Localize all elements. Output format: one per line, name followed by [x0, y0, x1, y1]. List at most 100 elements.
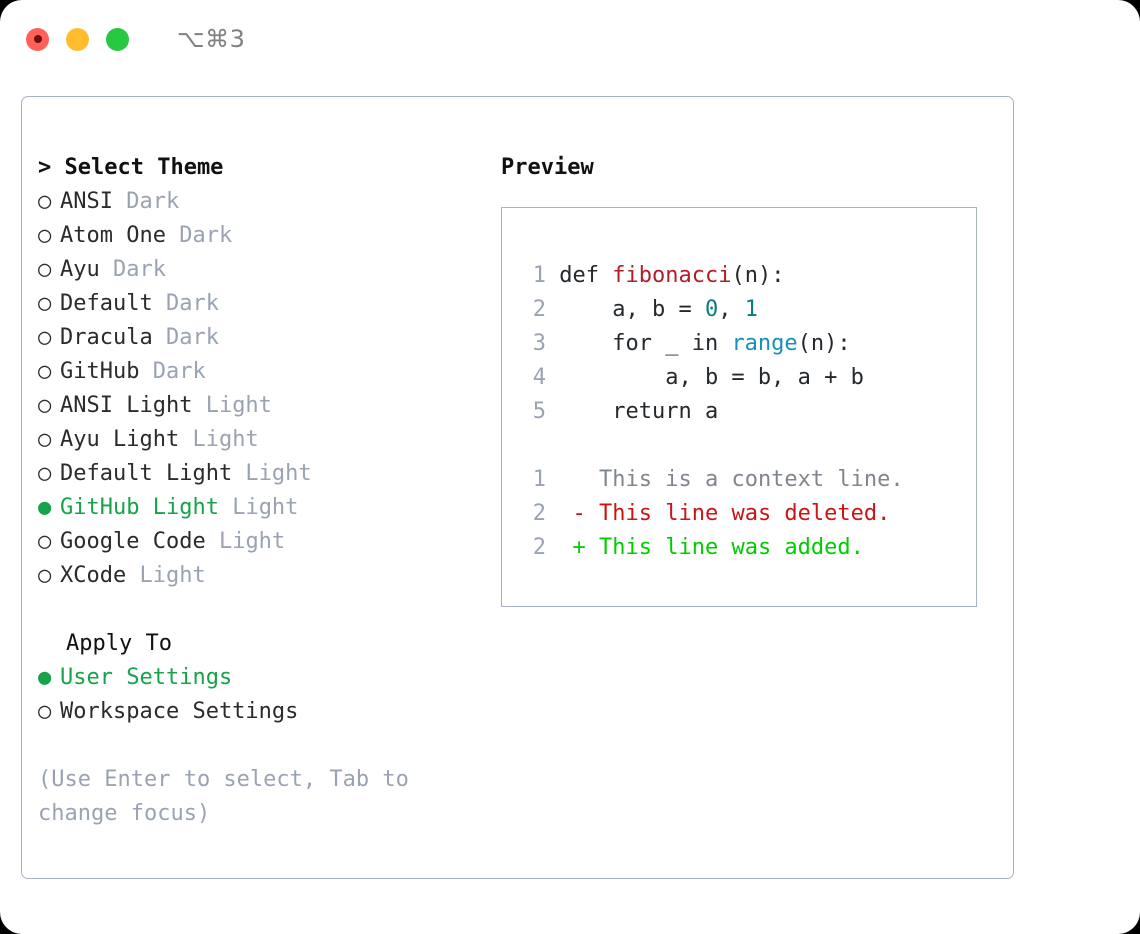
radio-unselected-icon[interactable]: ○ [38, 325, 52, 350]
select-theme-header: > Select Theme [38, 155, 224, 180]
diff-text: This is a context line. [599, 467, 904, 492]
line-number: 2 [532, 501, 546, 526]
traffic-lights [26, 27, 129, 51]
code-token: fibonacci [612, 263, 732, 288]
theme-option-name: Ayu [60, 257, 100, 282]
theme-option[interactable]: ○ GitHub Dark [38, 355, 478, 389]
radio-unselected-icon[interactable]: ○ [38, 427, 52, 452]
radio-unselected-icon[interactable]: ○ [38, 189, 52, 214]
theme-option-name: GitHub [60, 359, 140, 384]
radio-unselected-icon[interactable]: ○ [38, 257, 52, 282]
theme-list[interactable]: ○ ANSI Dark ○ Atom One Dark ○ Ayu Dark ○ Defaul… [38, 185, 478, 593]
apply-to-option[interactable]: ● User Settings [38, 661, 478, 695]
radio-unselected-icon[interactable]: ○ [38, 563, 52, 588]
theme-option[interactable]: ○ Default Light Light [38, 457, 478, 491]
apply-to-option[interactable]: ○ Workspace Settings [38, 695, 478, 729]
theme-option[interactable]: ○ ANSI Light Light [38, 389, 478, 423]
radio-unselected-icon[interactable]: ○ [38, 529, 52, 554]
radio-unselected-icon[interactable]: ○ [38, 461, 52, 486]
theme-option-name: XCode [60, 563, 127, 588]
theme-option[interactable]: ○ XCode Light [38, 559, 478, 593]
radio-unselected-icon[interactable]: ○ [38, 359, 52, 384]
diff-text: This line was deleted. [599, 501, 891, 526]
theme-selection-column: > Select Theme ○ANSI Dark○Atom One Dark○… [38, 151, 478, 831]
theme-option[interactable]: ○ Atom One Dark [38, 219, 478, 253]
theme-option-variant: Dark [139, 359, 206, 384]
theme-option-variant: Light [192, 393, 272, 418]
code-token: range [731, 331, 798, 356]
code-token: , [718, 297, 745, 322]
theme-option-variant: Dark [165, 223, 233, 248]
code-line: 3 for _ in range(n): [522, 327, 904, 361]
line-number: 5 [532, 399, 546, 424]
theme-option-variant: Light [179, 427, 259, 452]
theme-option-name: Default Light [60, 461, 233, 486]
section-spacer [38, 593, 478, 627]
theme-option-variant: Light [205, 529, 286, 554]
radio-selected-icon[interactable]: ● [38, 495, 52, 520]
theme-option-variant: Dark [99, 257, 166, 282]
maximize-button[interactable] [106, 27, 129, 51]
code-token: (n): [797, 331, 851, 356]
theme-option[interactable]: ○Default Dark [38, 287, 478, 321]
line-number: 1 [532, 263, 546, 288]
shortcut-label: ⌥⌘3 [177, 25, 246, 53]
theme-option-variant: Light [232, 461, 312, 486]
theme-option[interactable]: ○ Google Code Light [38, 525, 478, 559]
theme-option-variant: Light [218, 495, 299, 520]
theme-option-name: ANSI [60, 189, 113, 214]
code-token: 0 [704, 297, 719, 322]
line-number: 2 [532, 535, 546, 560]
theme-option-name: Atom One [60, 223, 166, 248]
theme-option[interactable]: ○Dracula Dark [38, 321, 478, 355]
code-line: 2 a, b = 0, 1 [522, 293, 904, 327]
keyboard-hint: (Use Enter to select, Tab to change focu… [38, 767, 423, 826]
radio-unselected-icon[interactable]: ○ [38, 393, 52, 418]
code-blank-line [522, 429, 904, 463]
radio-selected-icon[interactable]: ● [38, 665, 52, 690]
diff-marker: - [572, 501, 599, 526]
theme-option-variant: Dark [112, 189, 180, 214]
radio-unselected-icon[interactable]: ○ [38, 699, 52, 724]
close-button[interactable] [26, 27, 49, 51]
theme-option-name: Google Code [60, 529, 206, 554]
code-token: (n): [731, 263, 785, 288]
code-line: 5 return a [522, 395, 904, 429]
theme-option-variant: Light [126, 563, 206, 588]
code-token: 1 [744, 297, 758, 322]
theme-option[interactable]: ○ ANSI Dark [38, 185, 478, 219]
minimize-button[interactable] [66, 27, 89, 51]
theme-option[interactable]: ● GitHub Light Light [38, 491, 478, 525]
code-token: a, b = [559, 297, 705, 322]
preview-header: Preview [501, 155, 594, 180]
theme-option-name: Default [60, 291, 153, 316]
theme-option-variant: Dark [152, 325, 219, 350]
dialog-frame: > Select Theme ○ANSI Dark○Atom One Dark○… [21, 96, 1014, 879]
preview-column: Preview 1 def fibonacci(n):2 a, b = 0, 1… [501, 151, 1001, 607]
line-number: 1 [532, 467, 546, 492]
theme-option-name: GitHub Light [60, 495, 219, 520]
line-number: 4 [532, 365, 546, 390]
apply-to-option-name: Workspace Settings [60, 699, 299, 724]
diff-marker [573, 467, 600, 492]
theme-option[interactable]: ○Ayu Light Light [38, 423, 478, 457]
code-line: 1 def fibonacci(n): [522, 259, 904, 293]
radio-unselected-icon[interactable]: ○ [38, 223, 52, 248]
apply-to-option-name: User Settings [60, 665, 233, 690]
theme-option-name: ANSI Light [60, 393, 193, 418]
code-token: a, b = b, a + b [559, 365, 864, 390]
theme-option[interactable]: ○ Ayu Dark [38, 253, 478, 287]
diff-line: 2 + This line was added. [522, 531, 904, 565]
code-token: for _ in [559, 331, 732, 356]
radio-unselected-icon[interactable]: ○ [38, 291, 52, 316]
apply-to-header: Apply To [66, 631, 172, 656]
code-token: def [559, 263, 613, 288]
diff-line: 1 This is a context line. [522, 463, 904, 497]
diff-marker: + [572, 535, 599, 560]
code-line: 4 a, b = b, a + b [522, 361, 904, 395]
apply-to-list[interactable]: ● User Settings ○ Workspace Settings [38, 661, 478, 729]
diff-text: This line was added. [599, 535, 864, 560]
